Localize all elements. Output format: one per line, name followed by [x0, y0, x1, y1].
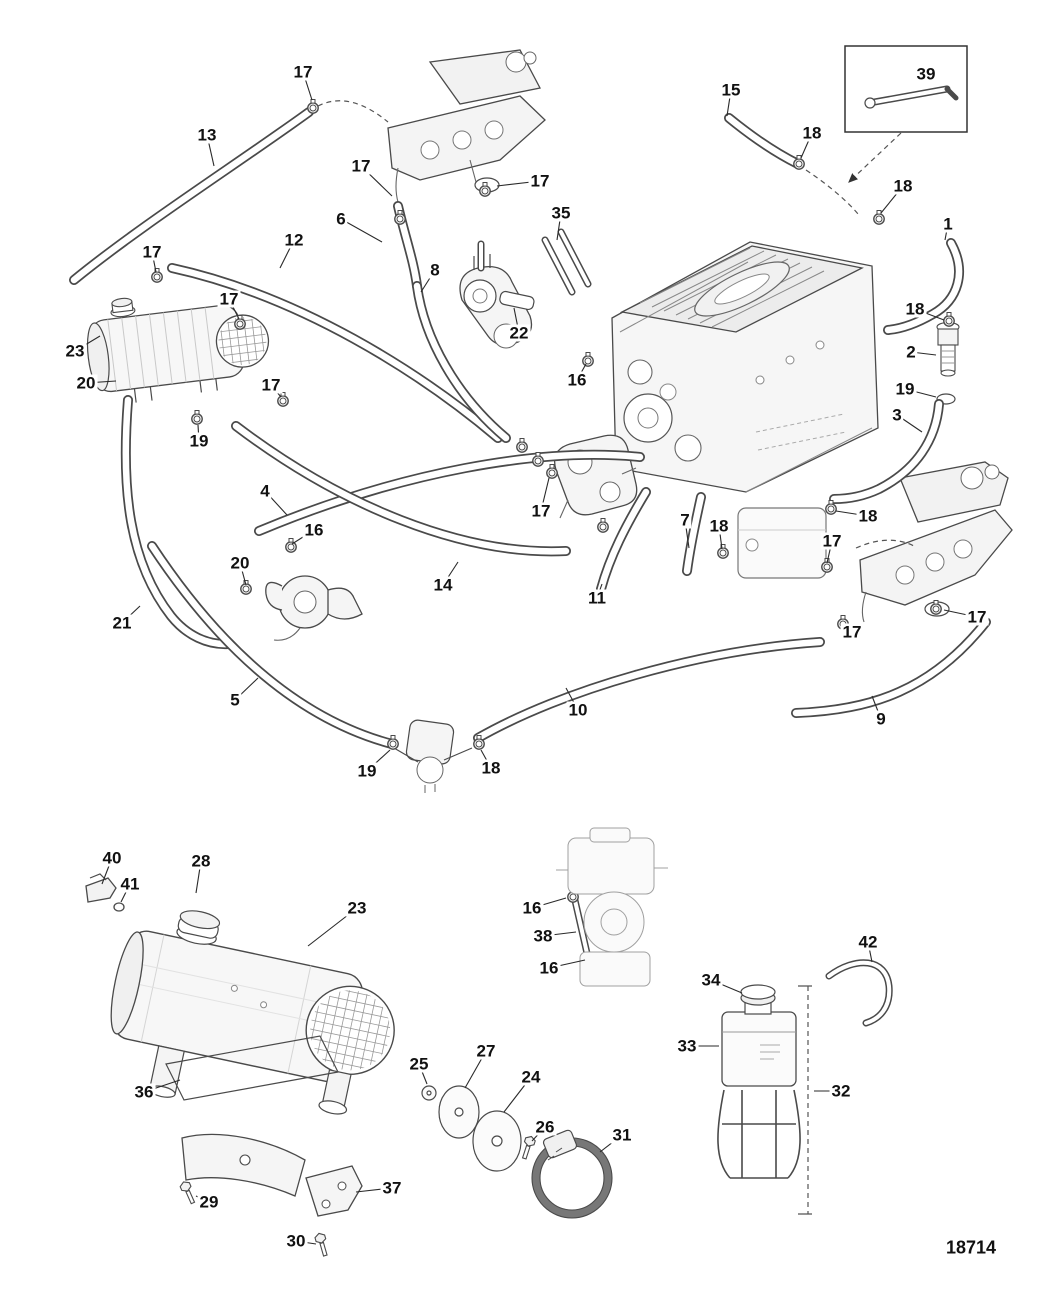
callout-18: 18	[891, 176, 915, 196]
callout-17: 17	[820, 531, 844, 551]
callout-24: 24	[519, 1067, 543, 1087]
o-ring-41	[113, 902, 125, 912]
callout-17: 17	[528, 171, 552, 191]
callout-33: 33	[675, 1036, 699, 1056]
callout-39: 39	[914, 64, 938, 84]
engine-block	[611, 241, 879, 493]
bracket-37	[305, 1165, 363, 1217]
callout-16: 16	[565, 370, 589, 390]
reservoir-bracket-32	[717, 1089, 801, 1179]
callout-23: 23	[345, 898, 369, 918]
callout-20: 20	[228, 553, 252, 573]
fitting-39-box	[805, 45, 968, 215]
bracket-range-line	[798, 985, 812, 1215]
callout-9: 9	[874, 709, 888, 729]
drive-pump	[393, 719, 473, 793]
callout-26: 26	[533, 1117, 557, 1137]
callout-18: 18	[800, 123, 824, 143]
fitting-2	[936, 321, 960, 405]
gaskets	[421, 1085, 522, 1172]
callout-19: 19	[893, 379, 917, 399]
callout-29: 29	[197, 1192, 221, 1212]
callout-2: 2	[904, 342, 918, 362]
callout-17: 17	[965, 607, 989, 627]
callout-17: 17	[529, 501, 553, 521]
circulating-pump	[265, 575, 363, 641]
callout-21: 21	[110, 613, 134, 633]
drain-cock-20	[110, 297, 136, 318]
mounting-plate	[737, 507, 827, 579]
callout-19: 19	[187, 431, 211, 451]
callout-18: 18	[707, 516, 731, 536]
thermostat-housing	[553, 434, 638, 519]
callout-19: 19	[355, 761, 379, 781]
callout-30: 30	[284, 1231, 308, 1251]
callout-25: 25	[407, 1054, 431, 1074]
callout-27: 27	[474, 1041, 498, 1061]
large-hose-clamp-31	[531, 1129, 613, 1219]
callout-18: 18	[903, 299, 927, 319]
callout-34: 34	[699, 970, 723, 990]
callout-17: 17	[349, 156, 373, 176]
callout-17: 17	[291, 62, 315, 82]
callout-42: 42	[856, 932, 880, 952]
callout-17: 17	[217, 289, 241, 309]
callout-41: 41	[118, 874, 142, 894]
callout-18: 18	[479, 758, 503, 778]
large-heat-exchanger	[110, 910, 398, 1115]
drawing-number: 18714	[945, 1237, 997, 1258]
callout-16: 16	[302, 520, 326, 540]
tube-22	[499, 290, 535, 311]
callout-14: 14	[431, 575, 455, 595]
callout-1: 1	[941, 214, 955, 234]
callout-6: 6	[334, 209, 348, 229]
callout-8: 8	[428, 260, 442, 280]
callout-3: 3	[890, 405, 904, 425]
callout-15: 15	[719, 80, 743, 100]
callout-17: 17	[259, 375, 283, 395]
callout-5: 5	[228, 690, 242, 710]
callout-37: 37	[380, 1178, 404, 1198]
callout-35: 35	[549, 203, 573, 223]
callout-17: 17	[840, 622, 864, 642]
port-exhaust-manifold	[387, 49, 546, 203]
callout-10: 10	[566, 700, 590, 720]
coolant-reservoir	[721, 984, 797, 1087]
callout-4: 4	[258, 481, 272, 501]
callout-16: 16	[537, 958, 561, 978]
filler-neck-28	[176, 910, 221, 945]
callout-23: 23	[63, 341, 87, 361]
starboard-exhaust-manifold	[855, 461, 1013, 623]
callout-16: 16	[520, 898, 544, 918]
engine-ghost	[556, 827, 668, 987]
callout-31: 31	[610, 1125, 634, 1145]
callout-18: 18	[856, 506, 880, 526]
callout-32: 32	[829, 1081, 853, 1101]
deflector-shield	[181, 1133, 306, 1197]
callout-11: 11	[586, 588, 608, 608]
callout-40: 40	[100, 848, 124, 868]
callout-20: 20	[74, 373, 98, 393]
callout-36: 36	[132, 1082, 156, 1102]
callout-22: 22	[507, 323, 531, 343]
callout-38: 38	[531, 926, 555, 946]
callout-7: 7	[678, 510, 692, 530]
callout-28: 28	[189, 851, 213, 871]
small-heat-exchanger	[86, 297, 270, 403]
callout-17: 17	[140, 242, 164, 262]
callout-13: 13	[195, 125, 219, 145]
callout-12: 12	[282, 230, 306, 250]
hoses	[69, 100, 991, 1027]
